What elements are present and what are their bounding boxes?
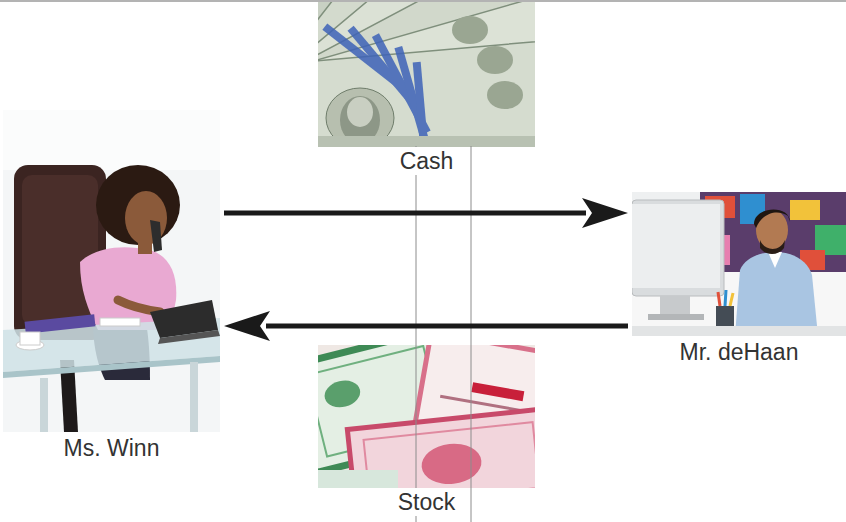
cash-node: Cash xyxy=(318,2,535,175)
caption: Mr. deHaan xyxy=(676,338,803,366)
flow-arrow xyxy=(224,198,628,228)
guide-line xyxy=(416,146,417,522)
caption: Cash xyxy=(396,147,458,175)
caption: Stock xyxy=(394,488,460,516)
top-rule xyxy=(0,0,846,2)
caption: Ms. Winn xyxy=(60,434,164,462)
man-photo xyxy=(632,192,846,336)
flow-arrow xyxy=(224,311,628,341)
stock-certificates-photo xyxy=(318,345,535,488)
guide-line xyxy=(471,146,472,522)
person-node: Ms. Winn xyxy=(3,110,220,462)
cash-photo xyxy=(318,2,535,147)
stock-node: Stock xyxy=(318,345,535,516)
woman-photo xyxy=(3,110,220,432)
person-node: Mr. deHaan xyxy=(632,192,846,366)
